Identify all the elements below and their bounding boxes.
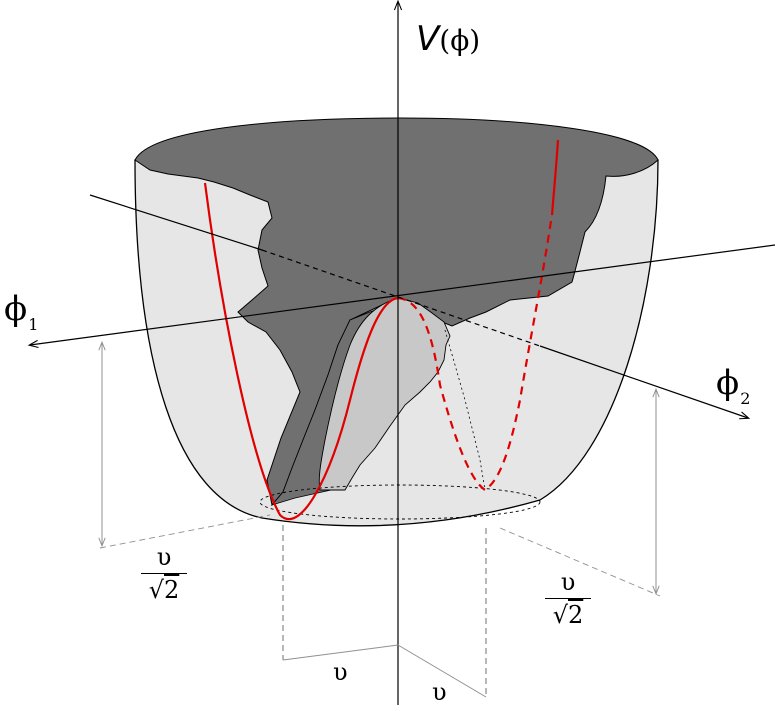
height-left-denominator: √2 (148, 576, 180, 604)
height-label-right: υ √2 (545, 568, 591, 629)
axis-phi2-back (89, 194, 263, 251)
base-guide-diag-left (99, 514, 271, 549)
base-guide-diag-right (499, 527, 661, 597)
potential-curve-front-right (550, 139, 560, 216)
axis-v-letter: V (416, 19, 440, 59)
axis-phi2-front (539, 345, 751, 420)
height-left-numerator: υ (141, 543, 187, 574)
bowl-rim-opening (134, 117, 659, 507)
axis-v-label: V(ϕ) (416, 22, 480, 56)
hump-dashed-line (444, 329, 486, 491)
height-right-denominator: √2 (552, 601, 584, 629)
height-label-left: υ √2 (141, 543, 187, 604)
potential-curve-front (203, 182, 399, 521)
height-right-numerator: υ (545, 568, 591, 599)
potential-curve-back (397, 214, 554, 492)
axis-phi2-label: ϕ2 (716, 366, 750, 407)
base-label-right: υ (432, 678, 447, 706)
axis-phi2-inner (261, 249, 541, 347)
base-measure-left (282, 644, 399, 661)
phi1-symbol: ϕ (4, 289, 28, 329)
central-hump (318, 297, 451, 491)
axis-v-arg: (ϕ) (439, 24, 481, 57)
trough-circle (259, 484, 541, 520)
base-measure-right (397, 644, 487, 698)
phi2-subscript: 2 (740, 389, 751, 408)
phi2-symbol: ϕ (716, 363, 740, 403)
axis-phi1-label: ϕ1 (4, 292, 38, 333)
axis-phi1 (27, 244, 775, 349)
base-label-left: υ (333, 658, 348, 686)
phi1-subscript: 1 (28, 315, 39, 334)
